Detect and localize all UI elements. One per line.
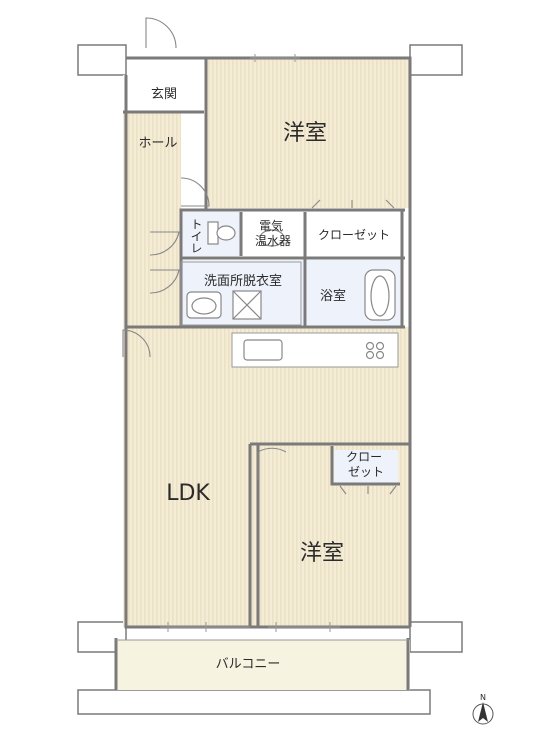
label-washroom: 洗面所脱衣室 bbox=[204, 273, 282, 289]
floor-entrance bbox=[123, 75, 203, 112]
compass-north: N bbox=[480, 693, 486, 702]
label-closet-top: クローゼット bbox=[318, 228, 390, 242]
fixtures bbox=[186, 221, 396, 361]
washroom-door bbox=[149, 269, 180, 294]
detail-lines bbox=[116, 54, 410, 641]
label-balcony: バルコニー bbox=[216, 657, 281, 672]
hall-door bbox=[180, 177, 210, 207]
label-western-top: 洋室 bbox=[283, 121, 327, 146]
label-water-heater-1: 電気 bbox=[259, 218, 283, 233]
floor-closet-top bbox=[307, 212, 402, 256]
label-hall: ホール bbox=[138, 136, 177, 151]
label-water-heater-2: 温水器 bbox=[255, 234, 291, 248]
label-ldk: LDK bbox=[166, 481, 210, 506]
label-toilet: トイレ bbox=[189, 218, 203, 254]
stove-burner bbox=[365, 341, 375, 351]
floor-hall bbox=[123, 112, 181, 327]
floor-balcony bbox=[116, 640, 410, 690]
label-closet-bottom-1: クロー bbox=[346, 450, 382, 464]
label-entrance: 玄関 bbox=[151, 87, 177, 102]
kitchen-sink bbox=[243, 339, 283, 361]
label-closet-bottom-2: ゼット bbox=[348, 465, 384, 479]
toilet-door bbox=[149, 231, 180, 256]
doors bbox=[122, 17, 397, 495]
label-bath: 浴室 bbox=[320, 288, 346, 304]
label-closet-bottom: クロー ゼット bbox=[346, 450, 386, 479]
floors bbox=[116, 58, 410, 690]
water-heater-fixture bbox=[259, 229, 285, 247]
floor-closet-bottom bbox=[334, 450, 398, 484]
closet-bottom-doors bbox=[339, 485, 397, 495]
north-arrow-icon bbox=[478, 702, 488, 722]
front-door bbox=[145, 17, 177, 49]
label-western-bottom: 洋室 bbox=[300, 541, 344, 566]
western-bottom-door bbox=[257, 447, 287, 480]
label-water-heater: 電気 温水器 bbox=[255, 218, 291, 248]
floor-western-top bbox=[206, 58, 410, 208]
ldk-door bbox=[122, 329, 151, 358]
closet-top-doors bbox=[311, 199, 395, 209]
compass: N bbox=[472, 693, 494, 725]
structure bbox=[77, 44, 463, 715]
